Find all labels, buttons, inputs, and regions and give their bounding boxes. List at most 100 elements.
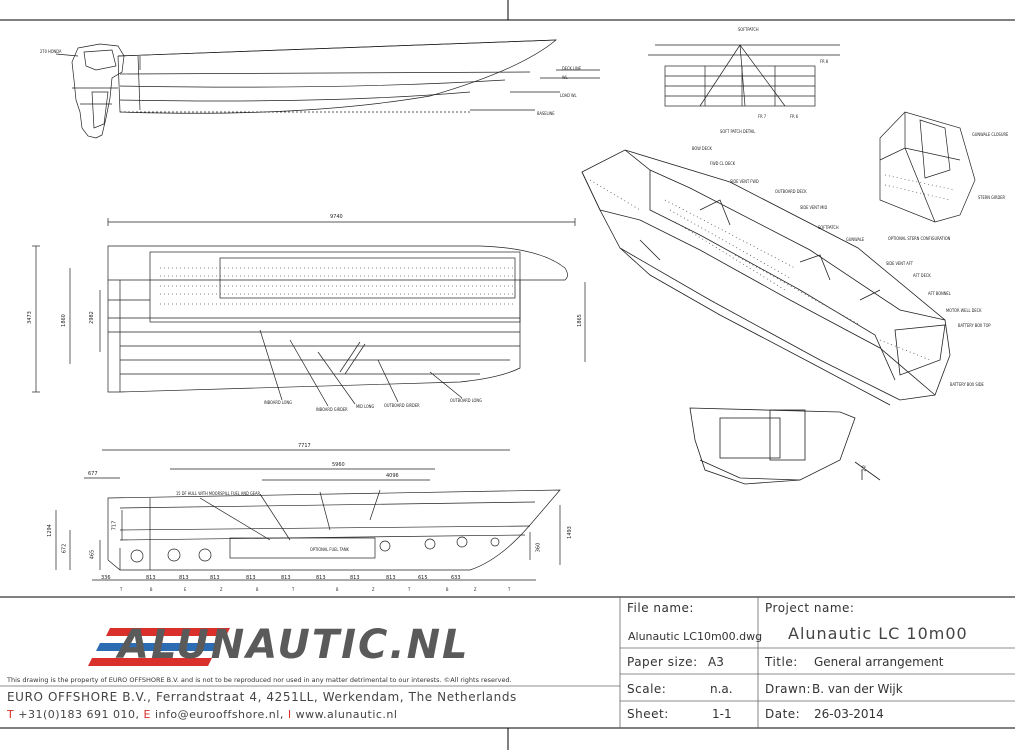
wl-label: WL: [562, 75, 568, 80]
bow-deck-label: BOW DECK: [692, 146, 712, 151]
station-dim: 633: [451, 575, 461, 581]
side-height-dim: 1865: [576, 314, 583, 327]
baseline-label: BASELINE: [537, 111, 555, 116]
title-value: General arrangement: [814, 655, 944, 669]
phone-number: +31(0)183 691 010,: [18, 708, 140, 721]
station-dim: 813: [350, 575, 360, 581]
inboard-girder-label: INBOARD GIRDER: [316, 407, 348, 412]
contact-line: T +31(0)183 691 010, E info@eurooffshore…: [7, 708, 397, 721]
web-prefix: I: [287, 708, 292, 721]
company-address: EURO OFFSHORE B.V., Ferrandstraat 4, 425…: [7, 690, 517, 704]
paper-size-value: A3: [708, 655, 724, 669]
top-view: [32, 218, 586, 407]
beam-dim: 3473: [26, 311, 33, 324]
fuel-note-label: 15 DF HULL WITH MOORSPILL FUEL AND GEAR: [176, 491, 261, 496]
station-dim: 813: [146, 575, 156, 581]
frame-number: E: [184, 587, 187, 592]
outboard-girder-label: OUTBOARD GIRDER: [384, 403, 420, 408]
inner-beam-dim: 2982: [88, 311, 95, 324]
overall-length-dim: 9740: [330, 214, 343, 220]
station-dim: 813: [246, 575, 256, 581]
optional-stern-label: OPTIONAL STERN CONFIGURATION: [888, 236, 951, 241]
tank-len-dim: 4096: [386, 473, 399, 479]
stern-height-dim: 1294: [46, 524, 53, 537]
frame-number: T: [408, 587, 411, 592]
company-logo: ALUNAUTIC.NL: [118, 622, 470, 668]
stern-height-dim-3: 672: [61, 543, 68, 554]
outboard-label: 270 HONDA: [40, 49, 62, 54]
fuel-len-dim: 5960: [332, 462, 345, 468]
station-dim: 813: [179, 575, 189, 581]
soft-patch-iso-label: SOFTPATCH: [818, 225, 839, 230]
stern-height-dim-2: 717: [111, 520, 118, 531]
paper-size-caption: Paper size:: [627, 655, 698, 669]
frame-number: B: [256, 587, 259, 592]
project-name-value: Alunautic LC 10m00: [788, 624, 968, 643]
frame-number: B: [336, 587, 339, 592]
email-prefix: E: [143, 708, 151, 721]
fwd-cl-deck-label: FWD CL DECK: [710, 161, 736, 166]
title-block-grid: [0, 597, 1015, 728]
gunwale-closure-label: GUNWALE CLOSURE: [972, 132, 1009, 137]
bow-section-view: [689, 407, 881, 485]
outboard-long-label: OUTBOARD LONG: [450, 398, 482, 403]
frame-number: T: [508, 587, 511, 592]
aft-bonnel-label: AFT BONNEL: [928, 291, 951, 296]
scale-value: n.a.: [710, 682, 733, 696]
soft-patch-detail-label: SOFT PATCH DETAIL: [720, 129, 756, 134]
aft-deck-label: AFT DECK: [913, 273, 931, 278]
motor-well-deck-label: MOTOR WELL DECK: [946, 308, 982, 313]
stern-detail-view: [879, 111, 976, 223]
frame-number: T: [120, 587, 123, 592]
disclaimer-text: This drawing is the property of EURO OFF…: [7, 676, 512, 684]
side-vent-fwd-label: SIDE VENT FWD: [730, 179, 759, 184]
mid-long-label: MID LONG: [356, 404, 375, 409]
sheet-value: 1-1: [712, 707, 732, 721]
section-overall-dim: 7717: [298, 443, 311, 449]
website[interactable]: www.alunautic.nl: [295, 708, 398, 721]
phone-prefix: T: [7, 708, 15, 721]
frame-number: T: [292, 587, 295, 592]
title-caption: Title:: [765, 655, 798, 669]
outboard-deck-label: OUTBOARD DECK: [775, 189, 807, 194]
soft-patch-detail: [648, 44, 840, 107]
stern-height-dim-4: 465: [89, 549, 96, 560]
stern-girder-label: STERN GIRDER: [978, 195, 1005, 200]
load-wl-label: LOAD WL: [560, 93, 577, 98]
side-vent-aft-label: SIDE VENT AFT: [886, 261, 913, 266]
bow-height-dim: 1493: [566, 526, 573, 539]
file-name-caption: File name:: [627, 601, 694, 615]
frame-number: Z: [220, 587, 223, 592]
bow-height-dim-2: 360: [535, 542, 542, 553]
drawn-caption: Drawn:: [765, 682, 811, 696]
fr7-label: FR 7: [758, 114, 767, 119]
battery-box-side-label: BATTERY BOX SIDE: [950, 382, 984, 387]
side-profile-view: [55, 39, 600, 139]
fr8-label: FR 8: [820, 59, 829, 64]
inner-beam-dim-2: 1860: [60, 314, 67, 327]
drawn-value: B. van der Wijk: [812, 682, 903, 696]
station-dim: 813: [316, 575, 326, 581]
bow-angle-dim: 20: [861, 465, 868, 472]
side-vent-mid-label: SIDE VENT MID: [800, 205, 828, 210]
frame-number: Z: [372, 587, 375, 592]
deck-line-label: DECK LINE: [562, 66, 582, 71]
battery-box-top-label: BATTERY BOX TOP: [958, 323, 991, 328]
station-dim: 615: [418, 575, 428, 581]
soft-patch-label: SOFTPATCH: [738, 27, 759, 32]
station-dim: 813: [281, 575, 291, 581]
frame-number: B: [446, 587, 449, 592]
date-value: 26-03-2014: [814, 707, 884, 721]
frame-number: B: [150, 587, 153, 592]
email-address[interactable]: info@eurooffshore.nl,: [154, 708, 284, 721]
logo-stripes: [88, 628, 230, 666]
project-name-caption: Project name:: [765, 601, 855, 615]
frame-number: Z: [474, 587, 477, 592]
station-dim: 813: [210, 575, 220, 581]
sheet-caption: Sheet:: [627, 707, 669, 721]
fuel-tank-label: OPTIONAL FUEL TANK: [310, 547, 349, 552]
fr6-label: FR 6: [790, 114, 799, 119]
